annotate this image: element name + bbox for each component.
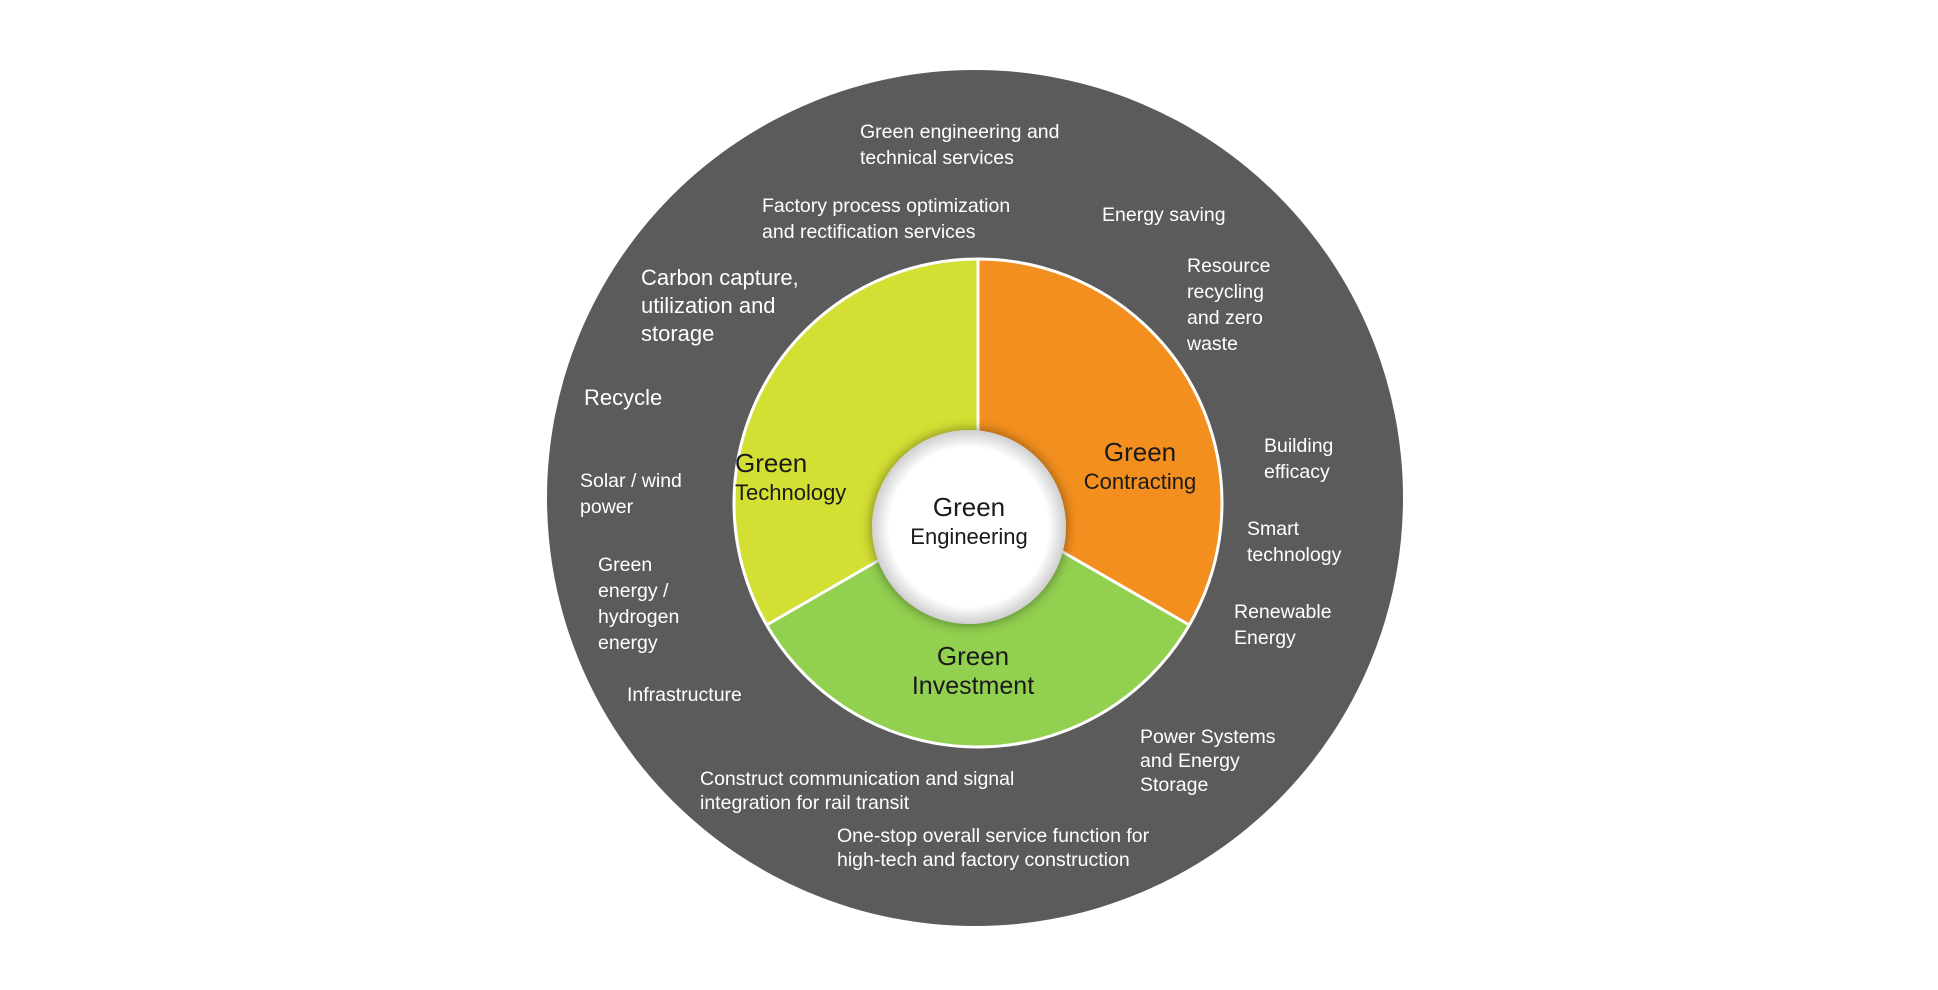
ring-label-green-energy-hydrogen: Green energy / hydrogen energy xyxy=(598,552,679,656)
investment-label-line2: Investment xyxy=(911,672,1035,700)
ring-label-green-engineering-services-line: technical services xyxy=(860,147,1014,169)
ring-label-factory-process: Factory process optimization and rectific… xyxy=(762,193,1010,245)
segment-label-contracting: Green Contracting xyxy=(1070,437,1210,497)
ring-label-green-energy-hydrogen-line: Green xyxy=(598,554,653,576)
technology-label-line2: Technology xyxy=(735,480,847,505)
ring-label-carbon-capture-line: Carbon capture, xyxy=(641,265,799,290)
center-label: Green Engineering xyxy=(894,492,1044,552)
ring-label-solar-wind-line: power xyxy=(580,496,634,518)
ring-label-energy-saving: Energy saving xyxy=(1102,202,1226,228)
ring-label-smart-technology: Smart technology xyxy=(1247,516,1341,568)
ring-label-one-stop-service-line: high-tech and factory construction xyxy=(837,849,1130,871)
segment-label-technology: Green Technology xyxy=(735,448,885,508)
ring-label-smart-technology-line: Smart xyxy=(1247,518,1300,540)
center-label-line2: Engineering xyxy=(910,524,1028,549)
ring-label-building-efficacy-line: efficacy xyxy=(1264,461,1330,483)
ring-label-infrastructure-line: Infrastructure xyxy=(627,684,742,706)
ring-label-green-engineering-services-line: Green engineering and xyxy=(860,121,1060,143)
contracting-label-line1: Green xyxy=(1103,437,1177,467)
ring-label-resource-recycling-line: recycling xyxy=(1187,281,1264,303)
center-hub[interactable] xyxy=(872,430,1066,624)
ring-label-infrastructure: Infrastructure xyxy=(627,682,742,708)
ring-label-factory-process-line: Factory process optimization xyxy=(762,195,1011,217)
technology-label-line1: Green xyxy=(735,448,808,478)
ring-label-recycle-line: Recycle xyxy=(584,385,663,410)
ring-label-renewable-energy-line: Energy xyxy=(1234,627,1296,649)
center-label-line1: Green xyxy=(932,492,1006,522)
ring-label-green-energy-hydrogen-line: energy xyxy=(598,632,658,654)
ring-label-carbon-capture-line: storage xyxy=(641,321,715,346)
ring-label-green-energy-hydrogen-line: energy / xyxy=(598,580,669,602)
ring-label-resource-recycling-line: waste xyxy=(1187,333,1238,355)
ring-label-solar-wind: Solar / wind power xyxy=(580,468,682,520)
ring-label-rail-transit-line: Construct communication and signal xyxy=(700,768,1015,790)
ring-label-resource-recycling-line: and zero xyxy=(1187,307,1263,329)
segment-label-investment: Green Investment xyxy=(893,641,1053,701)
ring-label-power-systems-line: Power Systems xyxy=(1140,726,1276,748)
ring-label-carbon-capture: Carbon capture, utilization and storage xyxy=(641,264,799,348)
ring-label-one-stop-service-line: One-stop overall service function for xyxy=(837,825,1150,847)
investment-label-line1: Green xyxy=(936,641,1010,671)
ring-label-building-efficacy-line: Building xyxy=(1264,435,1334,457)
ring-label-solar-wind-line: Solar / wind xyxy=(580,470,682,492)
ring-label-green-engineering-services: Green engineering and technical services xyxy=(860,119,1060,171)
ring-label-green-energy-hydrogen-line: hydrogen xyxy=(598,606,680,628)
ring-label-energy-saving-line: Energy saving xyxy=(1102,204,1226,226)
ring-label-renewable-energy-line: Renewable xyxy=(1234,601,1332,623)
ring-label-carbon-capture-line: utilization and xyxy=(641,293,776,318)
ring-label-recycle: Recycle xyxy=(584,384,662,412)
segment-green-investment[interactable] xyxy=(766,503,1190,747)
ring-label-rail-transit-line: integration for rail transit xyxy=(700,792,910,814)
contracting-label-line2: Contracting xyxy=(1083,469,1197,494)
ring-label-smart-technology-line: technology xyxy=(1247,544,1342,566)
ring-label-power-systems-line: and Energy xyxy=(1140,750,1240,772)
ring-label-resource-recycling-line: Resource xyxy=(1187,255,1271,277)
ring-label-factory-process-line: and rectification services xyxy=(762,221,976,243)
ring-label-power-systems-line: Storage xyxy=(1140,774,1209,796)
ring-label-building-efficacy: Building efficacy xyxy=(1264,433,1333,485)
ring-label-resource-recycling: Resource recycling and zero waste xyxy=(1187,253,1270,357)
